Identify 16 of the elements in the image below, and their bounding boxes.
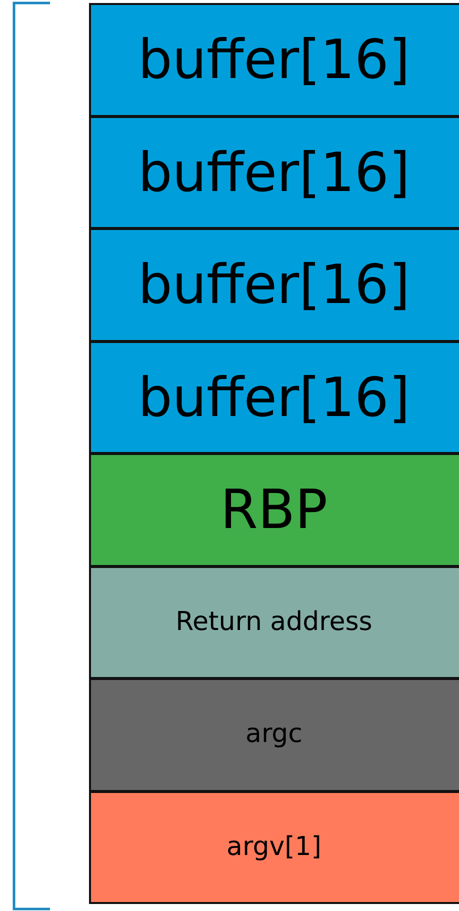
block-label: buffer[16] [138, 364, 411, 431]
block-label: Return address [176, 606, 374, 639]
block-label: buffer[16] [138, 27, 411, 94]
memory-block [89, 790, 459, 904]
memory-block [89, 3, 459, 116]
memory-block [89, 116, 459, 229]
memory-block [89, 453, 459, 566]
block-label: buffer[16] [138, 140, 411, 206]
block-label: argv[1] [226, 830, 322, 864]
block-label: RBP [220, 477, 329, 544]
memory-block [89, 566, 459, 679]
memory-block [89, 228, 459, 342]
memory-block [89, 340, 459, 454]
memory-block [89, 678, 459, 792]
block-label: buffer[16] [138, 252, 411, 318]
block-label: argc [246, 718, 304, 752]
